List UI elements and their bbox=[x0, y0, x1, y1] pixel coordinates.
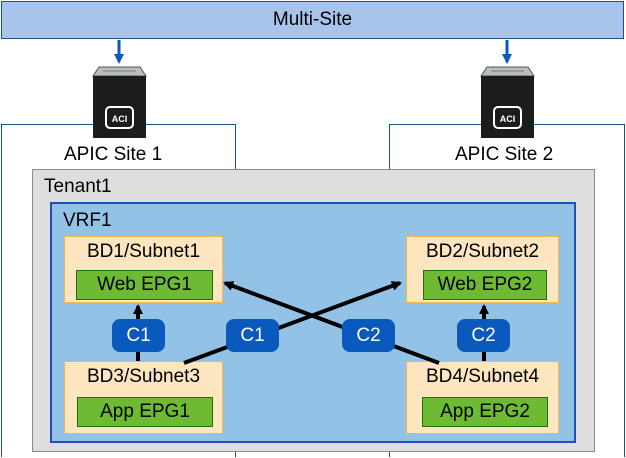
epg-box: App EPG2 bbox=[422, 397, 548, 427]
app2-to-web1-arrow bbox=[223, 281, 440, 365]
bridge-domain-label: BD4/Subnet4 bbox=[425, 366, 540, 387]
multi-site-bar: Multi-Site bbox=[1, 1, 624, 39]
app1-to-web2-arrow bbox=[183, 281, 402, 365]
bridge-domain-4: BD4/Subnet4 App EPG2 bbox=[406, 361, 559, 434]
site-2-label: APIC Site 2 bbox=[455, 144, 554, 165]
bridge-domain-label: BD2/Subnet2 bbox=[425, 241, 540, 262]
bridge-domain-label: BD3/Subnet3 bbox=[86, 366, 201, 387]
apic-controller-icon: ACI bbox=[480, 66, 535, 138]
bridge-domain-label: BD1/Subnet1 bbox=[86, 241, 201, 262]
contract-badge: C2 bbox=[342, 319, 395, 352]
vrf-label: VRF1 bbox=[63, 210, 112, 231]
svg-text:ACI: ACI bbox=[500, 114, 516, 124]
tenant-label: Tenant1 bbox=[44, 176, 112, 197]
contract-badge: C1 bbox=[112, 319, 165, 352]
bridge-domain-1: BD1/Subnet1 Web EPG1 bbox=[64, 236, 223, 303]
epg-box: App EPG1 bbox=[77, 397, 213, 427]
bridge-domain-2: BD2/Subnet2 Web EPG2 bbox=[406, 236, 559, 303]
epg-box: Web EPG2 bbox=[423, 270, 547, 300]
bridge-domain-3: BD3/Subnet3 App EPG1 bbox=[64, 361, 223, 434]
apic-controller-icon: ACI bbox=[92, 66, 147, 138]
contract-badge: C1 bbox=[226, 319, 279, 352]
contract-badge: C2 bbox=[457, 319, 510, 352]
multi-site-label: Multi-Site bbox=[272, 9, 353, 30]
svg-text:ACI: ACI bbox=[112, 114, 128, 124]
epg-box: Web EPG1 bbox=[76, 270, 213, 300]
site-1-label: APIC Site 1 bbox=[64, 144, 163, 165]
